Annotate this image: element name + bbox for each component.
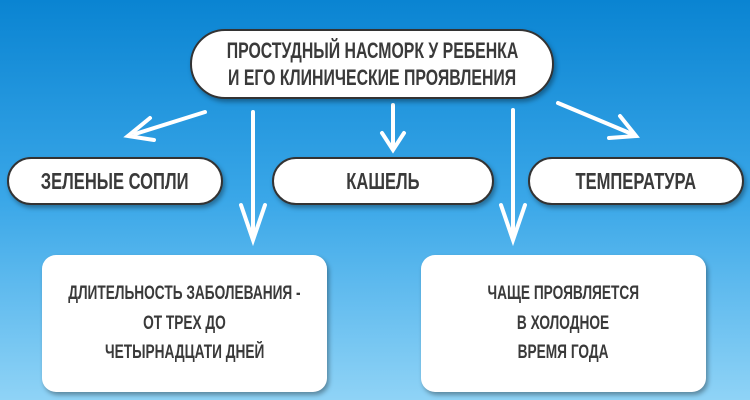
symptom-label: ЗЕЛЕНЫЕ СОПЛИ xyxy=(41,167,189,194)
note-duration: ДЛИТЕЛЬНОСТЬ ЗАБОЛЕВАНИЯ - ОТ ТРЕХ ДО ЧЕ… xyxy=(42,255,327,392)
symptom-green-snot: ЗЕЛЕНЫЕ СОПЛИ xyxy=(7,157,223,205)
note-season: ЧАЩЕ ПРОЯВЛЯЕТСЯ В ХОЛОДНОЕ ВРЕМЯ ГОДА xyxy=(421,255,706,392)
arrow-to-season xyxy=(499,108,527,247)
note-line: ДЛИТЕЛЬНОСТЬ ЗАБОЛЕВАНИЯ - xyxy=(68,283,301,305)
note-line: ОТ ТРЕХ ДО xyxy=(143,312,226,334)
note-line: В ХОЛОДНОЕ xyxy=(517,312,610,334)
title-line-1: ПРОСТУДНЫЙ НАСМОРК У РЕБЕНКА xyxy=(226,37,518,63)
title-line-2: И ЕГО КЛИНИЧЕСКИЕ ПРОЯВЛЕНИЯ xyxy=(227,65,517,90)
arrow-to-cough xyxy=(380,103,406,154)
symptom-label: КАШЕЛЬ xyxy=(346,167,420,194)
symptom-cough: КАШЕЛЬ xyxy=(272,157,494,205)
symptom-label: ТЕМПЕРАТУРА xyxy=(575,167,697,194)
note-line: ЧЕТЫРНАДЦАТИ ДНЕЙ xyxy=(104,342,265,364)
arrow-to-green-snot xyxy=(123,110,207,142)
symptom-temperature: ТЕМПЕРАТУРА xyxy=(528,157,744,205)
note-line: ЧАЩЕ ПРОЯВЛЯЕТСЯ xyxy=(487,283,640,305)
arrow-to-temperature xyxy=(556,101,640,140)
title-box: ПРОСТУДНЫЙ НАСМОРК У РЕБЕНКА И ЕГО КЛИНИ… xyxy=(190,29,554,99)
note-line: ВРЕМЯ ГОДА xyxy=(518,342,609,364)
arrow-to-duration xyxy=(239,110,267,247)
